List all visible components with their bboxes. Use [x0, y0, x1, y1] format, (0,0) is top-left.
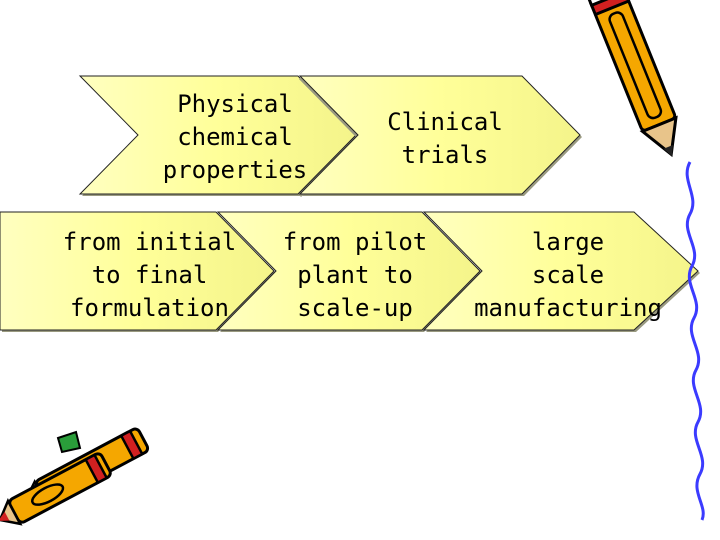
label-initial-final: from initial to final formulation — [62, 228, 237, 322]
pencil-icon — [585, 0, 678, 158]
chevron-clinical-trials — [298, 75, 582, 196]
chevron-large-scale — [422, 211, 700, 332]
crayons-icon — [0, 427, 150, 526]
label-pilot-plant: from pilot plant to scale-up — [282, 228, 428, 322]
chevron-initial-final — [0, 211, 276, 332]
label-large-scale: large scale manufacturing — [474, 228, 662, 322]
label-clinical-trials: Clinical trials — [387, 108, 503, 169]
chevron-pilot-plant — [216, 211, 482, 332]
label-physical-chemical: Physical chemical properties — [162, 90, 308, 184]
wavy-line — [685, 161, 705, 521]
